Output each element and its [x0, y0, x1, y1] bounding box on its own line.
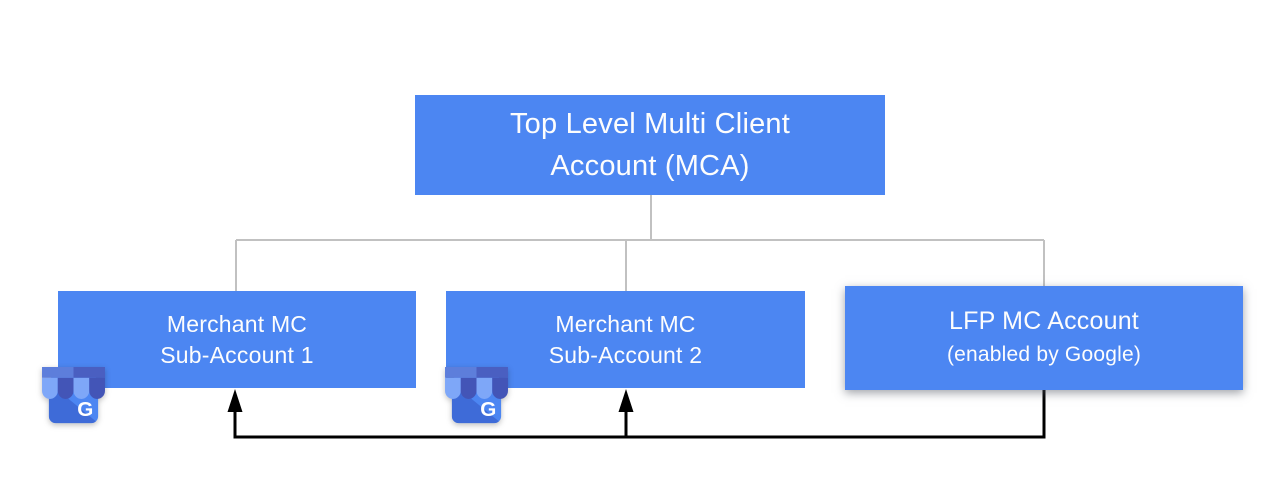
tree-connector-lines — [235, 195, 1045, 291]
node-label-line1: LFP MC Account — [949, 307, 1139, 335]
lfp-feedback-line — [233, 390, 1046, 439]
node-label-line1: Merchant MC — [166, 310, 308, 337]
node-top-level-mca: Top Level Multi Client Account (MCA) — [415, 95, 885, 195]
google-my-business-icon: G — [445, 367, 508, 424]
node-merchant-sub-account-1: Merchant MC Sub-Account 1 — [58, 291, 416, 388]
node-lfp-mc-account: LFP MC Account (enabled by Google) — [845, 286, 1243, 390]
google-my-business-icon: G — [42, 367, 105, 424]
node-label-line2: Sub-Account 2 — [548, 341, 703, 368]
node-label-line1: Merchant MC — [555, 310, 696, 337]
google-g-letter: G — [480, 398, 496, 421]
node-label-line2: Sub-Account 1 — [160, 341, 314, 368]
arrowhead-to-sub1 — [227, 389, 243, 412]
node-label-line2: Account (MCA) — [550, 150, 750, 182]
google-g-letter: G — [77, 398, 93, 421]
arrowhead-to-sub2 — [618, 389, 634, 412]
node-label-line1: Top Level Multi Client — [509, 108, 791, 140]
node-label-line2: (enabled by Google) — [946, 343, 1142, 366]
